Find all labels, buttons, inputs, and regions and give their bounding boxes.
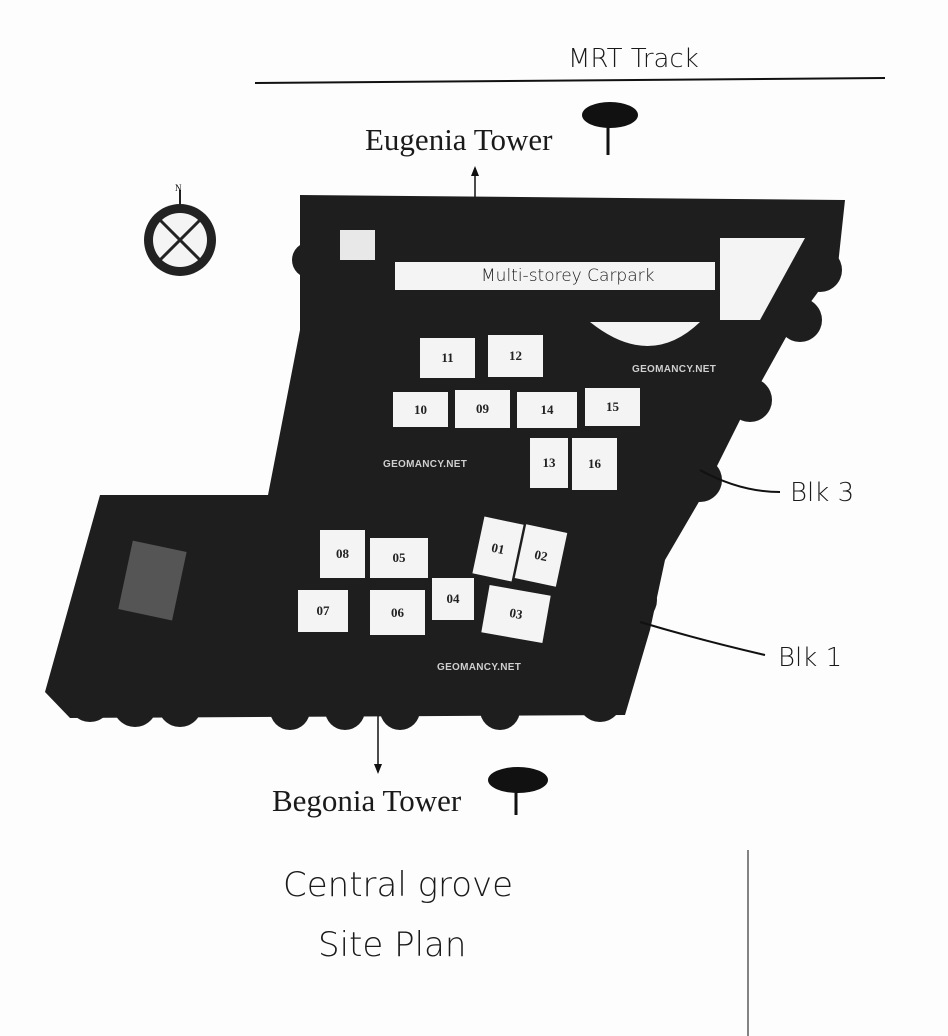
mrt-track-label: MRT Track — [568, 44, 699, 74]
carpark-label: Multi-storey Carpark — [481, 266, 655, 286]
building-12: 12 — [488, 335, 543, 377]
watermark: GEOMANCY.NET — [383, 459, 468, 470]
building-14: 14 — [517, 392, 577, 428]
caption-title: Central grove — [283, 865, 514, 905]
building-13: 13 — [530, 438, 568, 488]
building-06: 06 — [370, 590, 425, 635]
compass-icon — [144, 190, 216, 276]
eugenia-tower-label: Eugenia Tower — [365, 122, 553, 157]
compass-north-label: N — [175, 183, 182, 193]
tree-icon — [488, 767, 548, 793]
building-11: 11 — [420, 338, 475, 378]
watermark: GEOMANCY.NET — [437, 662, 522, 673]
blk3-pointer — [699, 469, 781, 493]
building-15: 15 — [585, 388, 640, 426]
blk3-label: Blk 3 — [790, 478, 855, 508]
pool — [590, 322, 700, 346]
building-10: 10 — [393, 392, 448, 427]
building-08: 08 — [320, 530, 365, 578]
building-16: 16 — [572, 438, 617, 490]
blk1-pointer — [639, 621, 766, 656]
building-09: 09 — [455, 390, 510, 428]
tree-icon — [582, 102, 638, 128]
begonia-tower-label: Begonia Tower — [272, 783, 462, 818]
blk1-label: Blk 1 — [778, 643, 843, 673]
caption-subtitle: Site Plan — [318, 925, 467, 965]
building-07: 07 — [298, 590, 348, 632]
multi-storey-carpark: Multi-storey Carpark — [395, 262, 715, 290]
building-05: 05 — [370, 538, 428, 578]
building-04: 04 — [432, 578, 474, 620]
mrt-track-line — [254, 77, 886, 84]
watermark: GEOMANCY.NET — [632, 364, 717, 375]
